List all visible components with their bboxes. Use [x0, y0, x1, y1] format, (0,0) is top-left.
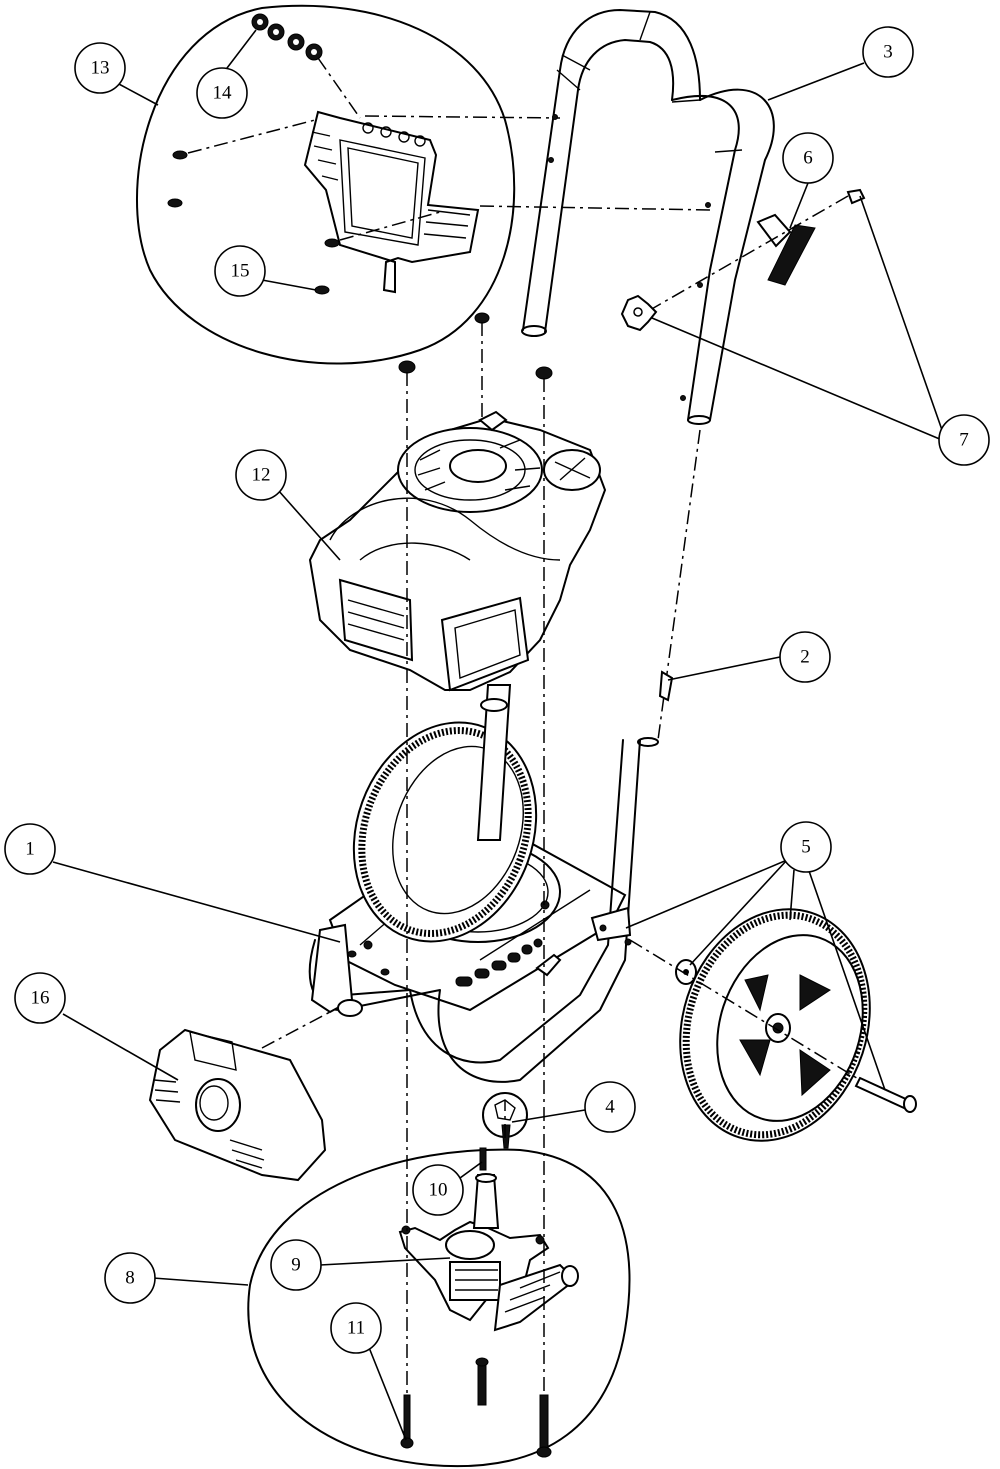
callout-16: 16 — [14, 972, 66, 1024]
callout-label-11: 11 — [347, 1318, 365, 1339]
callout-11: 11 — [330, 1302, 382, 1354]
callout-9: 9 — [270, 1239, 322, 1291]
callout-label-1: 1 — [25, 839, 35, 860]
assembly-lines — [406, 322, 545, 1395]
callout-label-16: 16 — [31, 988, 50, 1009]
callout-4: 4 — [584, 1081, 636, 1133]
callout-label-15: 15 — [231, 261, 250, 282]
callout-10: 10 — [412, 1164, 464, 1216]
callout-2: 2 — [779, 631, 831, 683]
handle — [521, 9, 775, 741]
engine — [308, 410, 607, 692]
leader-lines — [52, 29, 943, 1441]
callout-label-6: 6 — [803, 148, 813, 169]
callout-label-12: 12 — [252, 465, 271, 486]
vent-slots — [455, 938, 543, 987]
callout-label-13: 13 — [91, 58, 110, 79]
callout-label-4: 4 — [605, 1097, 615, 1118]
callout-12: 12 — [235, 449, 287, 501]
detail-bubble-control-panel — [135, 4, 711, 365]
upper-bolt-nuts — [398, 312, 553, 380]
callout-3: 3 — [862, 26, 914, 78]
callout-label-7: 7 — [959, 430, 969, 451]
callout-13: 13 — [74, 42, 126, 94]
callout-label-3: 3 — [883, 42, 893, 63]
detail-bubble-pump — [247, 1147, 631, 1468]
wheel-right — [629, 908, 917, 1142]
callout-6: 6 — [782, 132, 834, 184]
belt-guard — [148, 1011, 331, 1182]
callout-label-14: 14 — [213, 83, 233, 104]
callout-5: 5 — [780, 821, 832, 873]
callout-label-2: 2 — [800, 647, 810, 668]
callout-8: 8 — [104, 1252, 156, 1304]
callout-14: 14 — [196, 67, 248, 119]
callout-15: 15 — [214, 245, 266, 297]
callout-label-8: 8 — [125, 1268, 135, 1289]
hose-hook-and-knob — [620, 188, 866, 332]
callout-label-5: 5 — [801, 837, 811, 858]
callout-7: 7 — [938, 414, 990, 466]
drive-shaft — [476, 684, 512, 841]
callout-label-10: 10 — [429, 1180, 448, 1201]
callout-label-9: 9 — [291, 1255, 301, 1276]
callout-1: 1 — [4, 823, 56, 875]
